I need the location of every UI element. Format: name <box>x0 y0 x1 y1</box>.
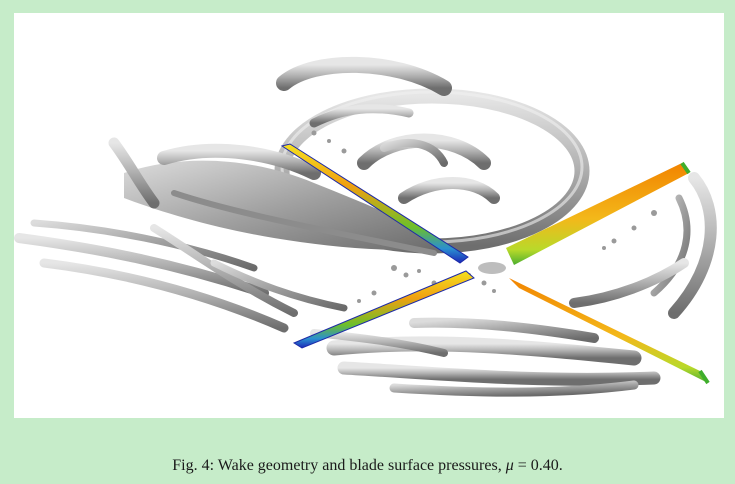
caption-value: = 0.40. <box>517 457 563 474</box>
blade-upper-right <box>506 163 689 265</box>
blade-lower-right <box>509 278 708 383</box>
figure-caption: Fig. 4: Wake geometry and blade surface … <box>0 457 735 475</box>
caption-symbol: μ <box>505 457 514 474</box>
left-wake-sheet <box>124 160 454 250</box>
blade-upper-left <box>280 143 469 264</box>
left-filament <box>14 233 269 298</box>
rotor-hub <box>478 262 506 274</box>
rotor-blades <box>280 143 710 385</box>
lower-wake-sheet <box>326 336 642 366</box>
upper-wake-arc <box>276 56 452 96</box>
caption-label: Fig. 4: <box>172 457 215 474</box>
caption-text: Wake geometry and blade surface pressure… <box>217 457 502 474</box>
wake-render <box>14 56 717 397</box>
figure-image <box>14 13 724 418</box>
blade-lower-left <box>292 270 475 349</box>
right-wake-arc <box>668 172 717 319</box>
